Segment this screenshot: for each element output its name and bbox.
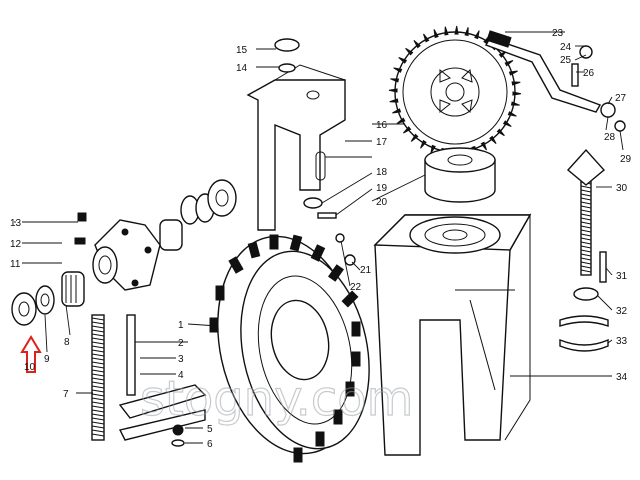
threaded-rod	[91, 148, 606, 441]
callout-7: 7	[63, 389, 69, 400]
callout-25: 25	[560, 55, 572, 66]
mounting-bracket	[246, 64, 346, 231]
callout-33: 33	[616, 336, 628, 347]
leader-lines	[14, 31, 624, 444]
callout-4: 4	[178, 370, 184, 381]
callout-17: 17	[376, 137, 388, 148]
callout-14: 14	[236, 63, 248, 74]
callout-24: 24	[560, 42, 572, 53]
callout-21: 21	[360, 265, 372, 276]
callout-28: 28	[604, 132, 616, 143]
callout-8: 8	[64, 337, 70, 348]
highlight-arrow	[20, 335, 42, 373]
callout-23: 23	[552, 28, 564, 39]
sprocket-gear	[388, 25, 522, 159]
callout-2: 2	[178, 338, 184, 349]
callout-10: 10	[24, 362, 36, 373]
axle-assembly	[11, 179, 237, 326]
callout-6: 6	[207, 439, 213, 450]
callout-labels: 1 2 3 4 5 6 7 8 9 10 11 12 13 14 15 16 1…	[10, 28, 632, 450]
callout-20: 20	[376, 197, 388, 208]
callout-34: 34	[616, 372, 628, 383]
callout-16: 16	[376, 120, 388, 131]
stand-frame	[373, 213, 532, 456]
callout-31: 31	[616, 271, 628, 282]
callout-11: 11	[10, 259, 21, 270]
callout-3: 3	[178, 354, 184, 365]
callout-18: 18	[376, 167, 388, 178]
small-parts	[118, 38, 609, 447]
callout-26: 26	[583, 68, 595, 79]
watermark-text: stogny.com	[140, 371, 413, 427]
callout-15: 15	[236, 45, 248, 56]
callout-13: 13	[10, 218, 22, 229]
callout-9: 9	[44, 354, 50, 365]
callout-19: 19	[376, 183, 388, 194]
callout-30: 30	[616, 183, 628, 194]
callout-27: 27	[615, 93, 627, 104]
callout-22: 22	[350, 282, 362, 293]
callout-5: 5	[207, 424, 213, 435]
callout-32: 32	[616, 306, 628, 317]
wheel	[209, 234, 370, 463]
hub-cylinder	[424, 147, 496, 203]
callout-29: 29	[620, 154, 632, 165]
callout-12: 12	[10, 239, 22, 250]
callout-1: 1	[178, 320, 184, 331]
